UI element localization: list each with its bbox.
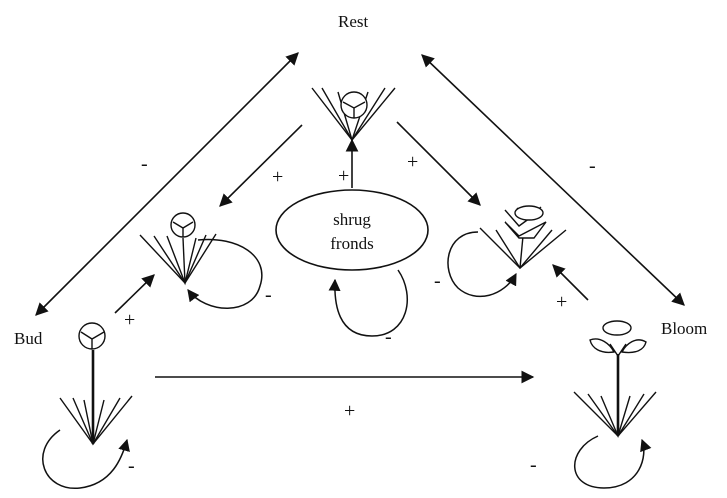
bloom-plant-icon [574,321,656,436]
edge-rest-to-left [220,125,302,206]
sign-center-to-rest: + [338,165,349,187]
right-plant-icon [480,206,566,268]
sign-bud-to-left: + [124,309,135,331]
center-label-line1: shrug [333,210,371,229]
sign-bloom-to-right: + [556,291,567,313]
sign-bud-rest: - [141,153,148,175]
sign-bud-to-bloom: + [344,400,355,422]
rest-label: Rest [338,12,369,31]
sign-center-loop: - [385,326,392,348]
bud-plant-icon [60,323,132,444]
bud-loop [43,430,127,488]
sign-rest-to-left: + [272,166,283,188]
center-label-line2: fronds [330,234,373,253]
edge-bud-to-left [115,275,154,313]
sign-bloom-loop: - [530,454,537,476]
shrug-fronds-node [276,190,428,270]
sign-rest-bloom: - [589,155,596,177]
right-loop [448,232,516,296]
bud-label: Bud [14,329,43,348]
rest-plant-icon [312,88,395,140]
left-plant-icon [140,213,216,283]
edge-rest-bloom [422,55,684,305]
bloom-loop [575,436,644,488]
sign-bud-loop: - [128,455,135,477]
sign-left-loop: - [265,284,272,306]
center-loop [335,270,407,336]
sign-right-loop: - [434,270,441,292]
bloom-label: Bloom [661,319,707,338]
edge-bud-rest [36,53,298,315]
sign-rest-to-right: + [407,151,418,173]
